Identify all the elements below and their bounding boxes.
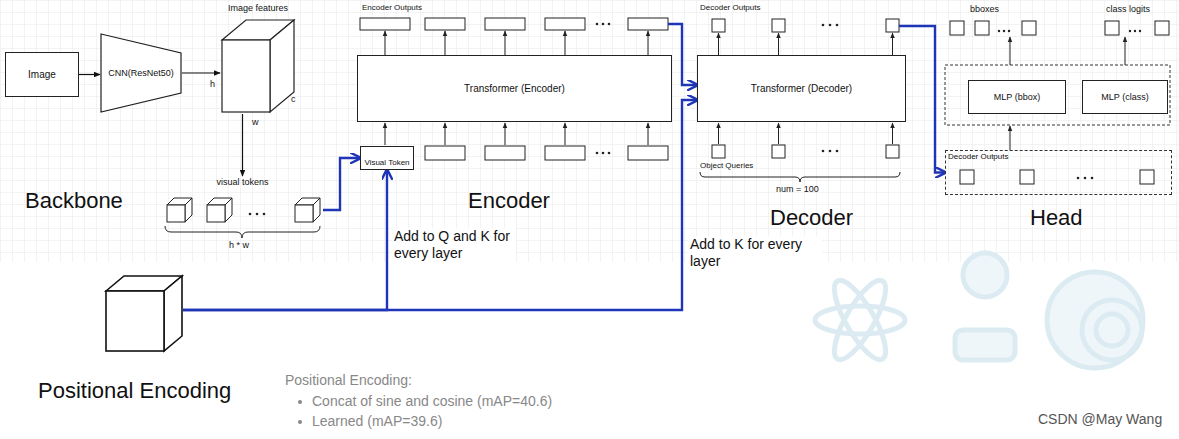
brace [165,226,320,238]
decoder-box: Transformer (Decoder) [697,55,906,122]
node-text: Decoder Outputs [948,152,1008,162]
mlp-group [945,65,1170,125]
brace [700,172,900,182]
encoder-box: Transformer (Encoder) [357,55,672,122]
count-label: num = 100 [776,184,819,195]
node-text: Visual Token [361,158,413,168]
grid [0,0,1179,262]
node-text: Positional Encoding [38,378,231,404]
output-row: Encoder Outputs [360,2,668,32]
dimension-label: c [291,94,296,105]
token-group: visual tokens [160,176,325,226]
node-text: visual tokens [160,177,325,188]
encoding-cube: Positional Encoding [105,275,183,352]
edge-label: Add to K for every layer [688,236,822,270]
flow-arrow [182,72,220,73]
flow-arrow [242,114,243,176]
input-box: Image [5,52,79,97]
output-group: Decoder Outputs [945,150,1172,195]
edge-label: Add to Q and K for every layer [392,228,516,262]
encoding-arrow [183,170,387,310]
dimension-label: h [210,79,215,90]
node-text: Image features [220,3,296,14]
node-text: MLP (class) [1083,92,1167,103]
section-title: Decoder [770,205,853,231]
output-row: Decoder Outputs [698,2,900,35]
node-text: MLP (bbox) [969,92,1065,103]
node-text: Transformer (Encoder) [358,83,671,95]
note-item: Learned (mAP=39.6) [312,413,442,430]
node-text: Encoder Outputs [362,3,422,13]
encoding-cube-outline [105,275,183,352]
note-heading: Positional Encoding: [285,372,412,389]
node-text: Image [6,69,78,81]
ellipsis-dots [298,23,1141,424]
cnn-trapezoid: CNN(ResNet50) [100,33,182,113]
note-item: Concat of sine and cosine (mAP=40.6) [312,393,552,410]
token-arrow [323,158,360,210]
section-title: Backbone [25,188,123,214]
node-text: Decoder Outputs [700,3,760,13]
feature-cube: Image features [220,2,296,114]
output-label: class logits [1106,4,1150,15]
feature-cube-outline [220,2,296,114]
dimension-label: w [252,117,259,128]
flow-arrow [79,74,100,75]
encoding-arrow [183,100,697,310]
mlp-box: MLP (class) [1082,80,1168,114]
robot-watermark [815,253,1143,368]
output-label: bboxes [970,4,999,15]
dimension-label: h * w [229,240,249,251]
memory-arrow [668,24,697,85]
node-text: CNN(ResNet50) [100,68,182,79]
watermark: CSDN @May Wang [1038,411,1162,428]
mlp-box: MLP (bbox) [968,80,1066,114]
section-title: Encoder [468,188,550,214]
section-title: Head [1030,205,1083,231]
input-label: Object Queries [700,161,753,171]
node-text: Transformer (Decoder) [698,83,905,95]
token-box: Visual Token [360,146,414,170]
